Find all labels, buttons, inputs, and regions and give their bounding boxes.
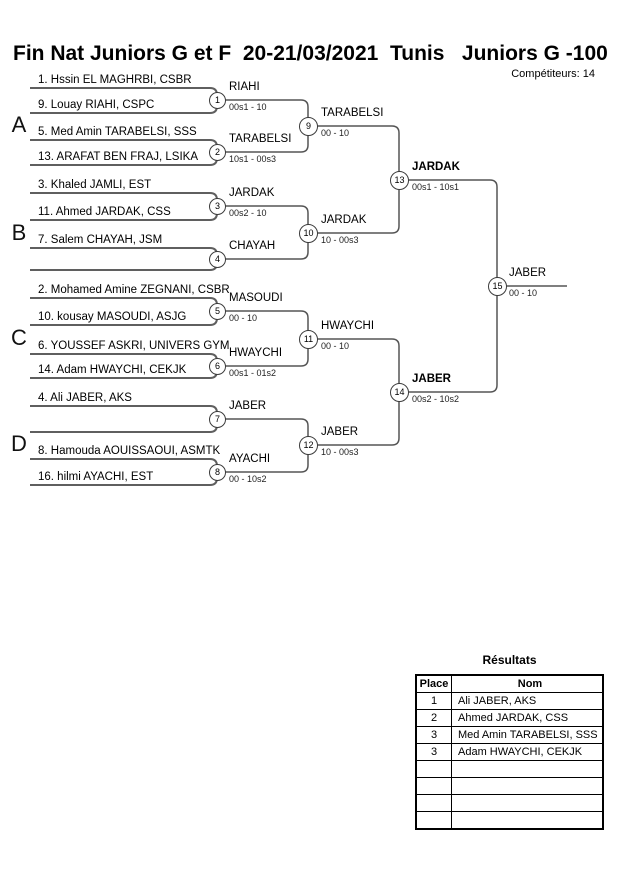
results-row xyxy=(415,777,604,795)
match-score: 00 - 10s2 xyxy=(229,474,267,484)
results-header-name: Nom xyxy=(451,674,604,693)
match-number: 3 xyxy=(209,198,226,215)
match-score: 00s1 - 10 xyxy=(229,102,267,112)
results-row xyxy=(415,811,604,830)
match-winner: JABER xyxy=(412,373,451,385)
results-row: 1 Ali JABER, AKS xyxy=(415,692,604,710)
result-name: Ahmed JARDAK, CSS xyxy=(451,709,604,727)
competitor-name: 16. hilmi AYACHI, EST xyxy=(38,471,154,483)
result-name xyxy=(451,811,604,830)
match-winner: JABER xyxy=(321,426,359,438)
result-place: 3 xyxy=(415,726,452,744)
competitor-name: 7. Salem CHAYAH, JSM xyxy=(38,234,163,246)
match-score: 10 - 00s3 xyxy=(321,447,359,457)
results-row xyxy=(415,794,604,812)
match-number: 13 xyxy=(390,171,409,190)
match-winner: JABER xyxy=(229,400,267,412)
match-score: 10 - 00s3 xyxy=(321,235,359,245)
match-number: 8 xyxy=(209,464,226,481)
result-place xyxy=(415,811,452,830)
competitor-name: 14. Adam HWAYCHI, CEKJK xyxy=(38,364,187,376)
match-score: 00s1 - 01s2 xyxy=(229,368,277,378)
result-place: 1 xyxy=(415,692,452,710)
match-score: 00s2 - 10s2 xyxy=(412,394,460,404)
match-number: 15 xyxy=(488,277,507,296)
match-number: 1 xyxy=(209,92,226,109)
match-winner: TARABELSI xyxy=(229,133,292,145)
match-winner: JARDAK xyxy=(412,161,460,173)
competitor-name: 9. Louay RIAHI, CSPC xyxy=(38,99,155,111)
match-number: 6 xyxy=(209,358,226,375)
result-place: 3 xyxy=(415,743,452,761)
final-score: 00 - 10 xyxy=(509,288,538,298)
match-score: 00 - 10 xyxy=(229,313,258,323)
match-winner: HWAYCHI xyxy=(321,320,375,332)
results-header-row: Place Nom xyxy=(415,674,604,693)
result-name: Ali JABER, AKS xyxy=(451,692,604,710)
results-title: Résultats xyxy=(482,653,537,667)
result-place: 2 xyxy=(415,709,452,727)
match-number: 2 xyxy=(209,144,226,161)
match-number: 12 xyxy=(299,436,318,455)
match-score: 10s1 - 00s3 xyxy=(229,154,277,164)
match-score: 00s2 - 10 xyxy=(229,208,267,218)
group-label-b: B xyxy=(11,220,27,245)
results-row: 2 Ahmed JARDAK, CSS xyxy=(415,709,604,727)
results-row xyxy=(415,760,604,778)
match-number: 10 xyxy=(299,224,318,243)
competitor-name: 3. Khaled JAMLI, EST xyxy=(38,179,152,191)
competitor-name: 4. Ali JABER, AKS xyxy=(38,392,132,404)
competitor-name: 2. Mohamed Amine ZEGNANI, CSBR xyxy=(38,284,230,296)
match-winner: HWAYCHI xyxy=(229,347,283,359)
result-name: Med Amin TARABELSI, SSS xyxy=(451,726,604,744)
results-table: Place Nom 1 Ali JABER, AKS 2 Ahmed JARDA… xyxy=(415,674,604,830)
result-name xyxy=(451,794,604,812)
results-header-place: Place xyxy=(415,674,452,693)
result-name: Adam HWAYCHI, CEKJK xyxy=(451,743,604,761)
group-label-a: A xyxy=(11,112,27,137)
match-number: 5 xyxy=(209,303,226,320)
competitor-name: 8. Hamouda AOUISSAOUI, ASMTK xyxy=(38,445,221,457)
match-number: 9 xyxy=(299,117,318,136)
match-number: 7 xyxy=(209,411,226,428)
match-winner: CHAYAH xyxy=(229,240,276,252)
match-winner: AYACHI xyxy=(229,453,271,465)
match-number: 11 xyxy=(299,330,318,349)
results-row: 3 Adam HWAYCHI, CEKJK xyxy=(415,743,604,761)
match-number: 4 xyxy=(209,251,226,268)
competitor-name: 6. YOUSSEF ASKRI, UNIVERS GYM xyxy=(38,340,230,352)
group-label-c: C xyxy=(11,325,27,350)
page-title: Fin Nat Juniors G et F 20-21/03/2021 Tun… xyxy=(13,42,608,65)
match-number: 14 xyxy=(390,383,409,402)
result-place xyxy=(415,794,452,812)
result-place xyxy=(415,760,452,778)
results-row: 3 Med Amin TARABELSI, SSS xyxy=(415,726,604,744)
match-score: 00 - 10 xyxy=(321,128,350,138)
competitor-name: 11. Ahmed JARDAK, CSS xyxy=(38,206,171,218)
match-winner: MASOUDI xyxy=(229,292,283,304)
match-score: 00s1 - 10s1 xyxy=(412,182,460,192)
result-name xyxy=(451,777,604,795)
match-winner: TARABELSI xyxy=(321,107,384,119)
result-place xyxy=(415,777,452,795)
competitor-name: 1. Hssin EL MAGHRBI, CSBR xyxy=(38,74,192,86)
competitor-name: 13. ARAFAT BEN FRAJ, LSIKA xyxy=(38,151,198,163)
match-winner: JARDAK xyxy=(229,187,275,199)
competitors-count: Compétiteurs: 14 xyxy=(511,68,595,80)
match-winner: JARDAK xyxy=(321,214,367,226)
match-winner: RIAHI xyxy=(229,81,260,93)
result-name xyxy=(451,760,604,778)
competitor-name: 5. Med Amin TARABELSI, SSS xyxy=(38,126,197,138)
match-score: 00 - 10 xyxy=(321,341,350,351)
group-label-d: D xyxy=(11,431,27,456)
final-winner: JABER xyxy=(509,267,547,279)
competitor-name: 10. kousay MASOUDI, ASJG xyxy=(38,311,187,323)
